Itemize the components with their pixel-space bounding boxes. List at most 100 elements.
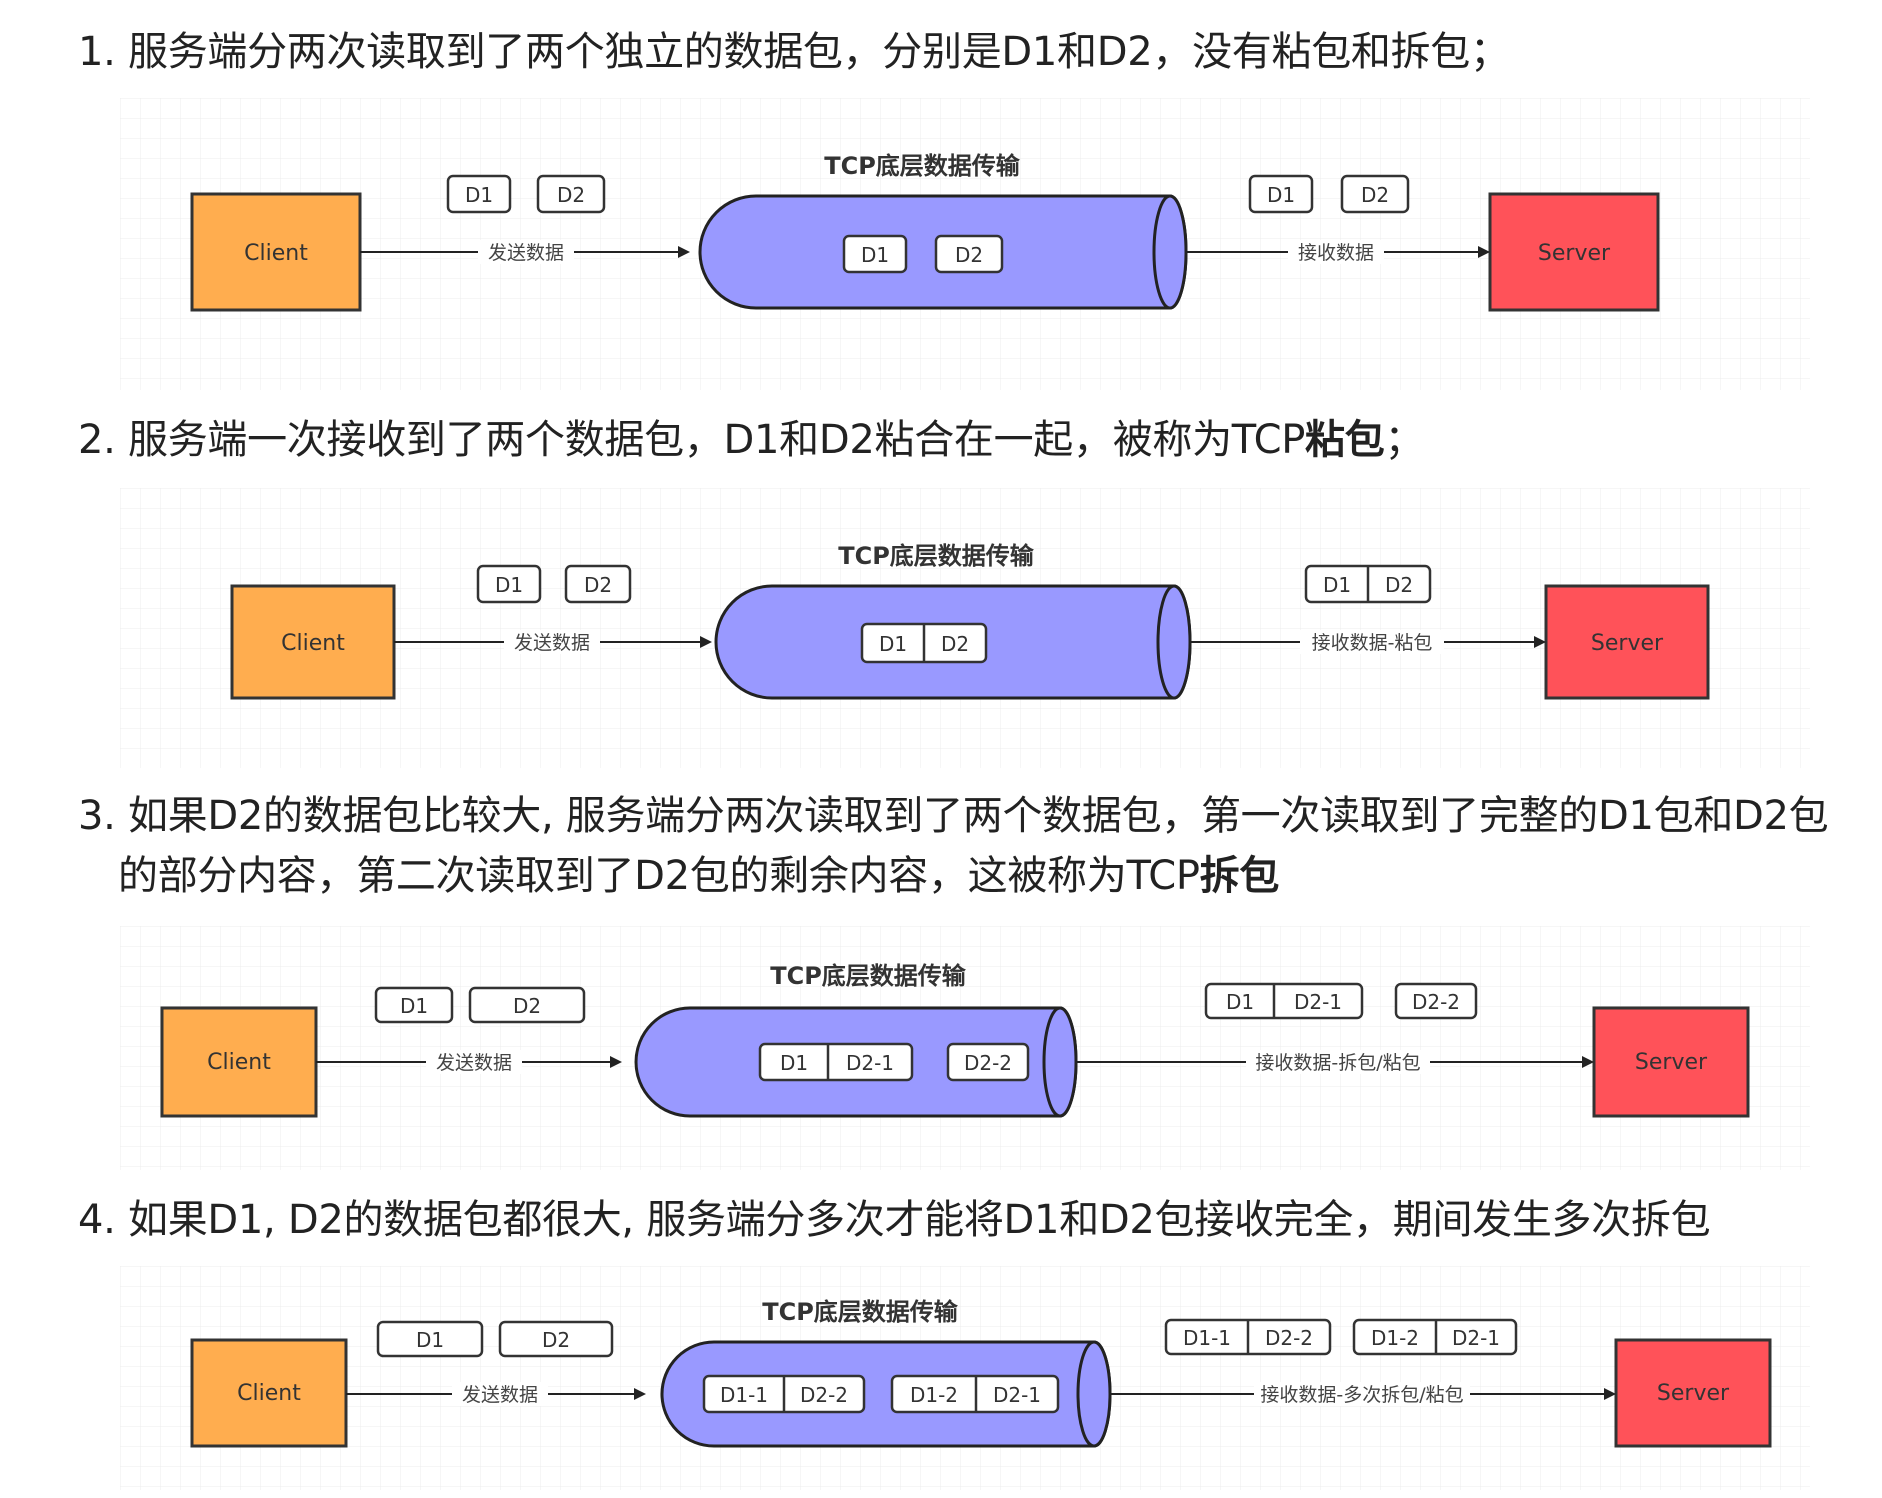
receive-label: 接收数据-多次拆包/粘包 — [1260, 1384, 1463, 1406]
svg-text:D2: D2 — [557, 183, 585, 207]
pipe-end — [1042, 1006, 1078, 1118]
pipe-packet: D2-2 — [946, 1042, 1030, 1082]
receive-label: 接收数据-拆包/粘包 — [1255, 1052, 1420, 1074]
svg-text:D1: D1 — [879, 632, 907, 656]
svg-text:D1-1: D1-1 — [720, 1383, 768, 1407]
svg-text:D1: D1 — [416, 1328, 444, 1352]
svg-text:D2-2: D2-2 — [800, 1383, 848, 1407]
sent-packet: D2 — [498, 1320, 614, 1358]
svg-text:D1: D1 — [1323, 573, 1351, 597]
svg-text:D1-1: D1-1 — [1183, 1326, 1231, 1350]
pipe-end — [1152, 194, 1188, 310]
svg-text:D1: D1 — [1226, 990, 1254, 1014]
received-packet-joined: D1-2 D2-1 — [1352, 1318, 1518, 1356]
svg-text:D1-2: D1-2 — [1371, 1326, 1419, 1350]
svg-text:D1: D1 — [465, 183, 493, 207]
diagram-3: Client Server D1 D2 发送数据 TCP底层数据传输 D1 D2… — [120, 926, 1810, 1170]
pipe-packet: D2 — [934, 234, 1004, 274]
pipe-packet: D1 — [842, 234, 908, 274]
server-label: Server — [1591, 631, 1664, 656]
svg-text:D2-1: D2-1 — [993, 1383, 1041, 1407]
client-box — [160, 1006, 318, 1118]
server-label: Server — [1657, 1381, 1730, 1406]
server-box — [1614, 1338, 1772, 1448]
svg-text:D1: D1 — [400, 994, 428, 1018]
send-label-bg — [426, 1050, 522, 1074]
send-label-bg — [452, 1382, 548, 1406]
send-label-bg — [504, 630, 600, 654]
svg-text:D2: D2 — [513, 994, 541, 1018]
received-packet: D2 — [1340, 174, 1410, 214]
svg-text:D2: D2 — [1385, 573, 1413, 597]
heading-2: 2. 服务端一次接收到了两个数据包，D1和D2粘合在一起，被称为TCP粘包； — [78, 410, 1424, 470]
sent-packet: D2 — [536, 174, 606, 214]
pipe-packet-joined: D1 D2 — [860, 622, 988, 664]
received-packet: D1 — [1248, 174, 1314, 214]
heading-text: 的部分内容，第二次读取到了D2包的剩余内容，这被称为TCP — [118, 853, 1200, 899]
sent-packet: D1 — [476, 564, 542, 604]
heading-text: 如果D2的数据包比较大, 服务端分两次读取到了两个数据包，第一次读取到了完整的D… — [128, 793, 1829, 839]
sent-packet: D1 — [376, 1320, 484, 1358]
pipe-packet-joined: D1-2 D2-1 — [890, 1374, 1060, 1414]
pipe-packet-joined: D1-1 D2-2 — [702, 1374, 866, 1414]
svg-text:D2-2: D2-2 — [1412, 990, 1460, 1014]
pipe-packet-joined: D1 D2-1 — [758, 1042, 914, 1082]
svg-text:D2: D2 — [1361, 183, 1389, 207]
diagram-1-svg: Client Server D1 D2 发送数据 TCP底层数据传输 D1 D2… — [120, 98, 1810, 390]
server-box — [1488, 192, 1660, 312]
svg-text:D2-1: D2-1 — [1294, 990, 1342, 1014]
heading-3-continuation: 的部分内容，第二次读取到了D2包的剩余内容，这被称为TCP拆包 — [118, 846, 1279, 906]
heading-text-end: ； — [1384, 417, 1425, 463]
svg-text:D1: D1 — [861, 243, 889, 267]
diagram-2-svg: Client Server D1 D2 发送数据 TCP底层数据传输 D1 D2… — [120, 488, 1810, 768]
svg-text:D2: D2 — [584, 573, 612, 597]
pipe-title: TCP底层数据传输 — [824, 152, 1021, 180]
receive-label-bg — [1288, 240, 1384, 264]
receive-label-bg — [1246, 1050, 1430, 1074]
svg-text:D2-2: D2-2 — [964, 1051, 1012, 1075]
received-packet-joined: D1 D2-1 — [1204, 982, 1364, 1020]
heading-text: 服务端分两次读取到了两个独立的数据包，分别是D1和D2，没有粘包和拆包； — [128, 29, 1510, 75]
diagram-1: Client Server D1 D2 发送数据 TCP底层数据传输 D1 D2… — [120, 98, 1810, 390]
receive-label: 接收数据-粘包 — [1312, 632, 1433, 654]
server-box — [1592, 1006, 1750, 1118]
heading-1: 1. 服务端分两次读取到了两个独立的数据包，分别是D1和D2，没有粘包和拆包； — [78, 22, 1510, 82]
svg-text:D2-1: D2-1 — [846, 1051, 894, 1075]
receive-label: 接收数据 — [1298, 242, 1374, 264]
diagram-2: Client Server D1 D2 发送数据 TCP底层数据传输 D1 D2… — [120, 488, 1810, 768]
server-label: Server — [1538, 241, 1611, 266]
sent-packet: D2 — [564, 564, 632, 604]
svg-text:D1: D1 — [1267, 183, 1295, 207]
client-box — [190, 192, 362, 312]
heading-text: 服务端一次接收到了两个数据包，D1和D2粘合在一起，被称为TCP — [128, 417, 1306, 463]
pipe-title: TCP底层数据传输 — [770, 962, 967, 990]
heading-text: 如果D1, D2的数据包都很大, 服务端分多次才能将D1和D2包接收完全，期间发… — [128, 1197, 1711, 1243]
received-packet-joined: D1-1 D2-2 — [1164, 1318, 1332, 1356]
received-packet-joined: D1 D2 — [1304, 564, 1432, 604]
pipe-title: TCP底层数据传输 — [838, 542, 1035, 570]
receive-label-bg — [1254, 1382, 1470, 1406]
sent-packet: D1 — [374, 986, 454, 1024]
heading-number: 2. — [78, 417, 116, 463]
server-label: Server — [1635, 1050, 1708, 1075]
send-label: 发送数据 — [488, 242, 564, 264]
heading-3: 3. 如果D2的数据包比较大, 服务端分两次读取到了两个数据包，第一次读取到了完… — [78, 786, 1829, 846]
client-label: Client — [281, 631, 345, 656]
received-packet: D2-2 — [1394, 982, 1478, 1020]
svg-text:D2: D2 — [941, 632, 969, 656]
heading-number: 3. — [78, 793, 116, 839]
server-box — [1544, 584, 1710, 700]
heading-4: 4. 如果D1, D2的数据包都很大, 服务端分多次才能将D1和D2包接收完全，… — [78, 1190, 1711, 1250]
pipe-end — [1156, 584, 1192, 700]
heading-bold-term: 粘包 — [1305, 417, 1385, 463]
heading-bold-term: 拆包 — [1199, 853, 1280, 899]
client-box — [190, 1338, 348, 1448]
send-label: 发送数据 — [514, 632, 590, 654]
svg-text:D2-1: D2-1 — [1452, 1326, 1500, 1350]
svg-text:D1-2: D1-2 — [910, 1383, 958, 1407]
svg-text:D2-2: D2-2 — [1265, 1326, 1313, 1350]
send-label-bg — [478, 240, 574, 264]
client-label: Client — [237, 1381, 301, 1406]
svg-text:D1: D1 — [780, 1051, 808, 1075]
diagram-4-svg: Client Server D1 D2 发送数据 TCP底层数据传输 D1-1 … — [120, 1266, 1810, 1490]
